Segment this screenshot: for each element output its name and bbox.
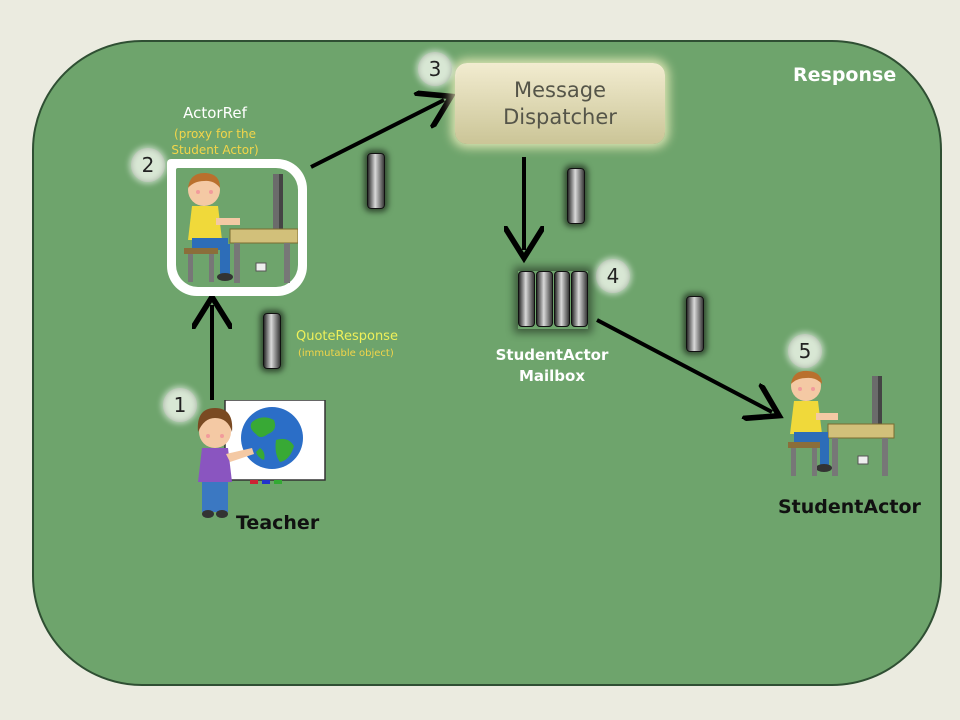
- mailbox-slot: [571, 271, 588, 327]
- arrow-actorref-to-dispatcher: [310, 100, 444, 169]
- message-dispatcher-label: Message Dispatcher: [503, 77, 617, 129]
- step-badge-3: 3: [418, 52, 452, 86]
- quote-response-note: (immutable object): [298, 348, 394, 359]
- quote-response-message: [263, 313, 281, 369]
- student-actor-icon: [788, 370, 895, 476]
- step-badge-1: 1: [163, 388, 197, 422]
- actorref-frame: [167, 159, 307, 296]
- quote-response-label: QuoteResponse: [296, 329, 398, 344]
- message-in-transit: [567, 168, 585, 224]
- diagram-panel: [32, 40, 942, 686]
- message-in-transit: [367, 153, 385, 209]
- mailbox-slot: [535, 271, 553, 327]
- arrow-mailbox-to-studentactor: [596, 318, 772, 412]
- teacher-icon: [197, 400, 326, 518]
- diagram-title: Response: [793, 64, 897, 86]
- message-in-transit: [686, 296, 704, 352]
- message-dispatcher: Message Dispatcher: [455, 63, 665, 144]
- student-actor-mailbox: [518, 271, 588, 329]
- actorref-label: ActorRef: [183, 104, 247, 122]
- mailbox-slot: [553, 271, 571, 327]
- step-badge-5: 5: [788, 334, 822, 368]
- teacher-label: Teacher: [236, 512, 320, 534]
- mailbox-slot: [518, 271, 535, 327]
- actorref-note: (proxy for the Student Actor): [171, 127, 259, 157]
- mailbox-label: StudentActor Mailbox: [495, 346, 609, 385]
- student-actor-label: StudentActor: [778, 496, 921, 518]
- step-badge-2: 2: [131, 148, 165, 182]
- step-badge-4: 4: [596, 259, 630, 293]
- student-at-desk-icon: [184, 172, 299, 283]
